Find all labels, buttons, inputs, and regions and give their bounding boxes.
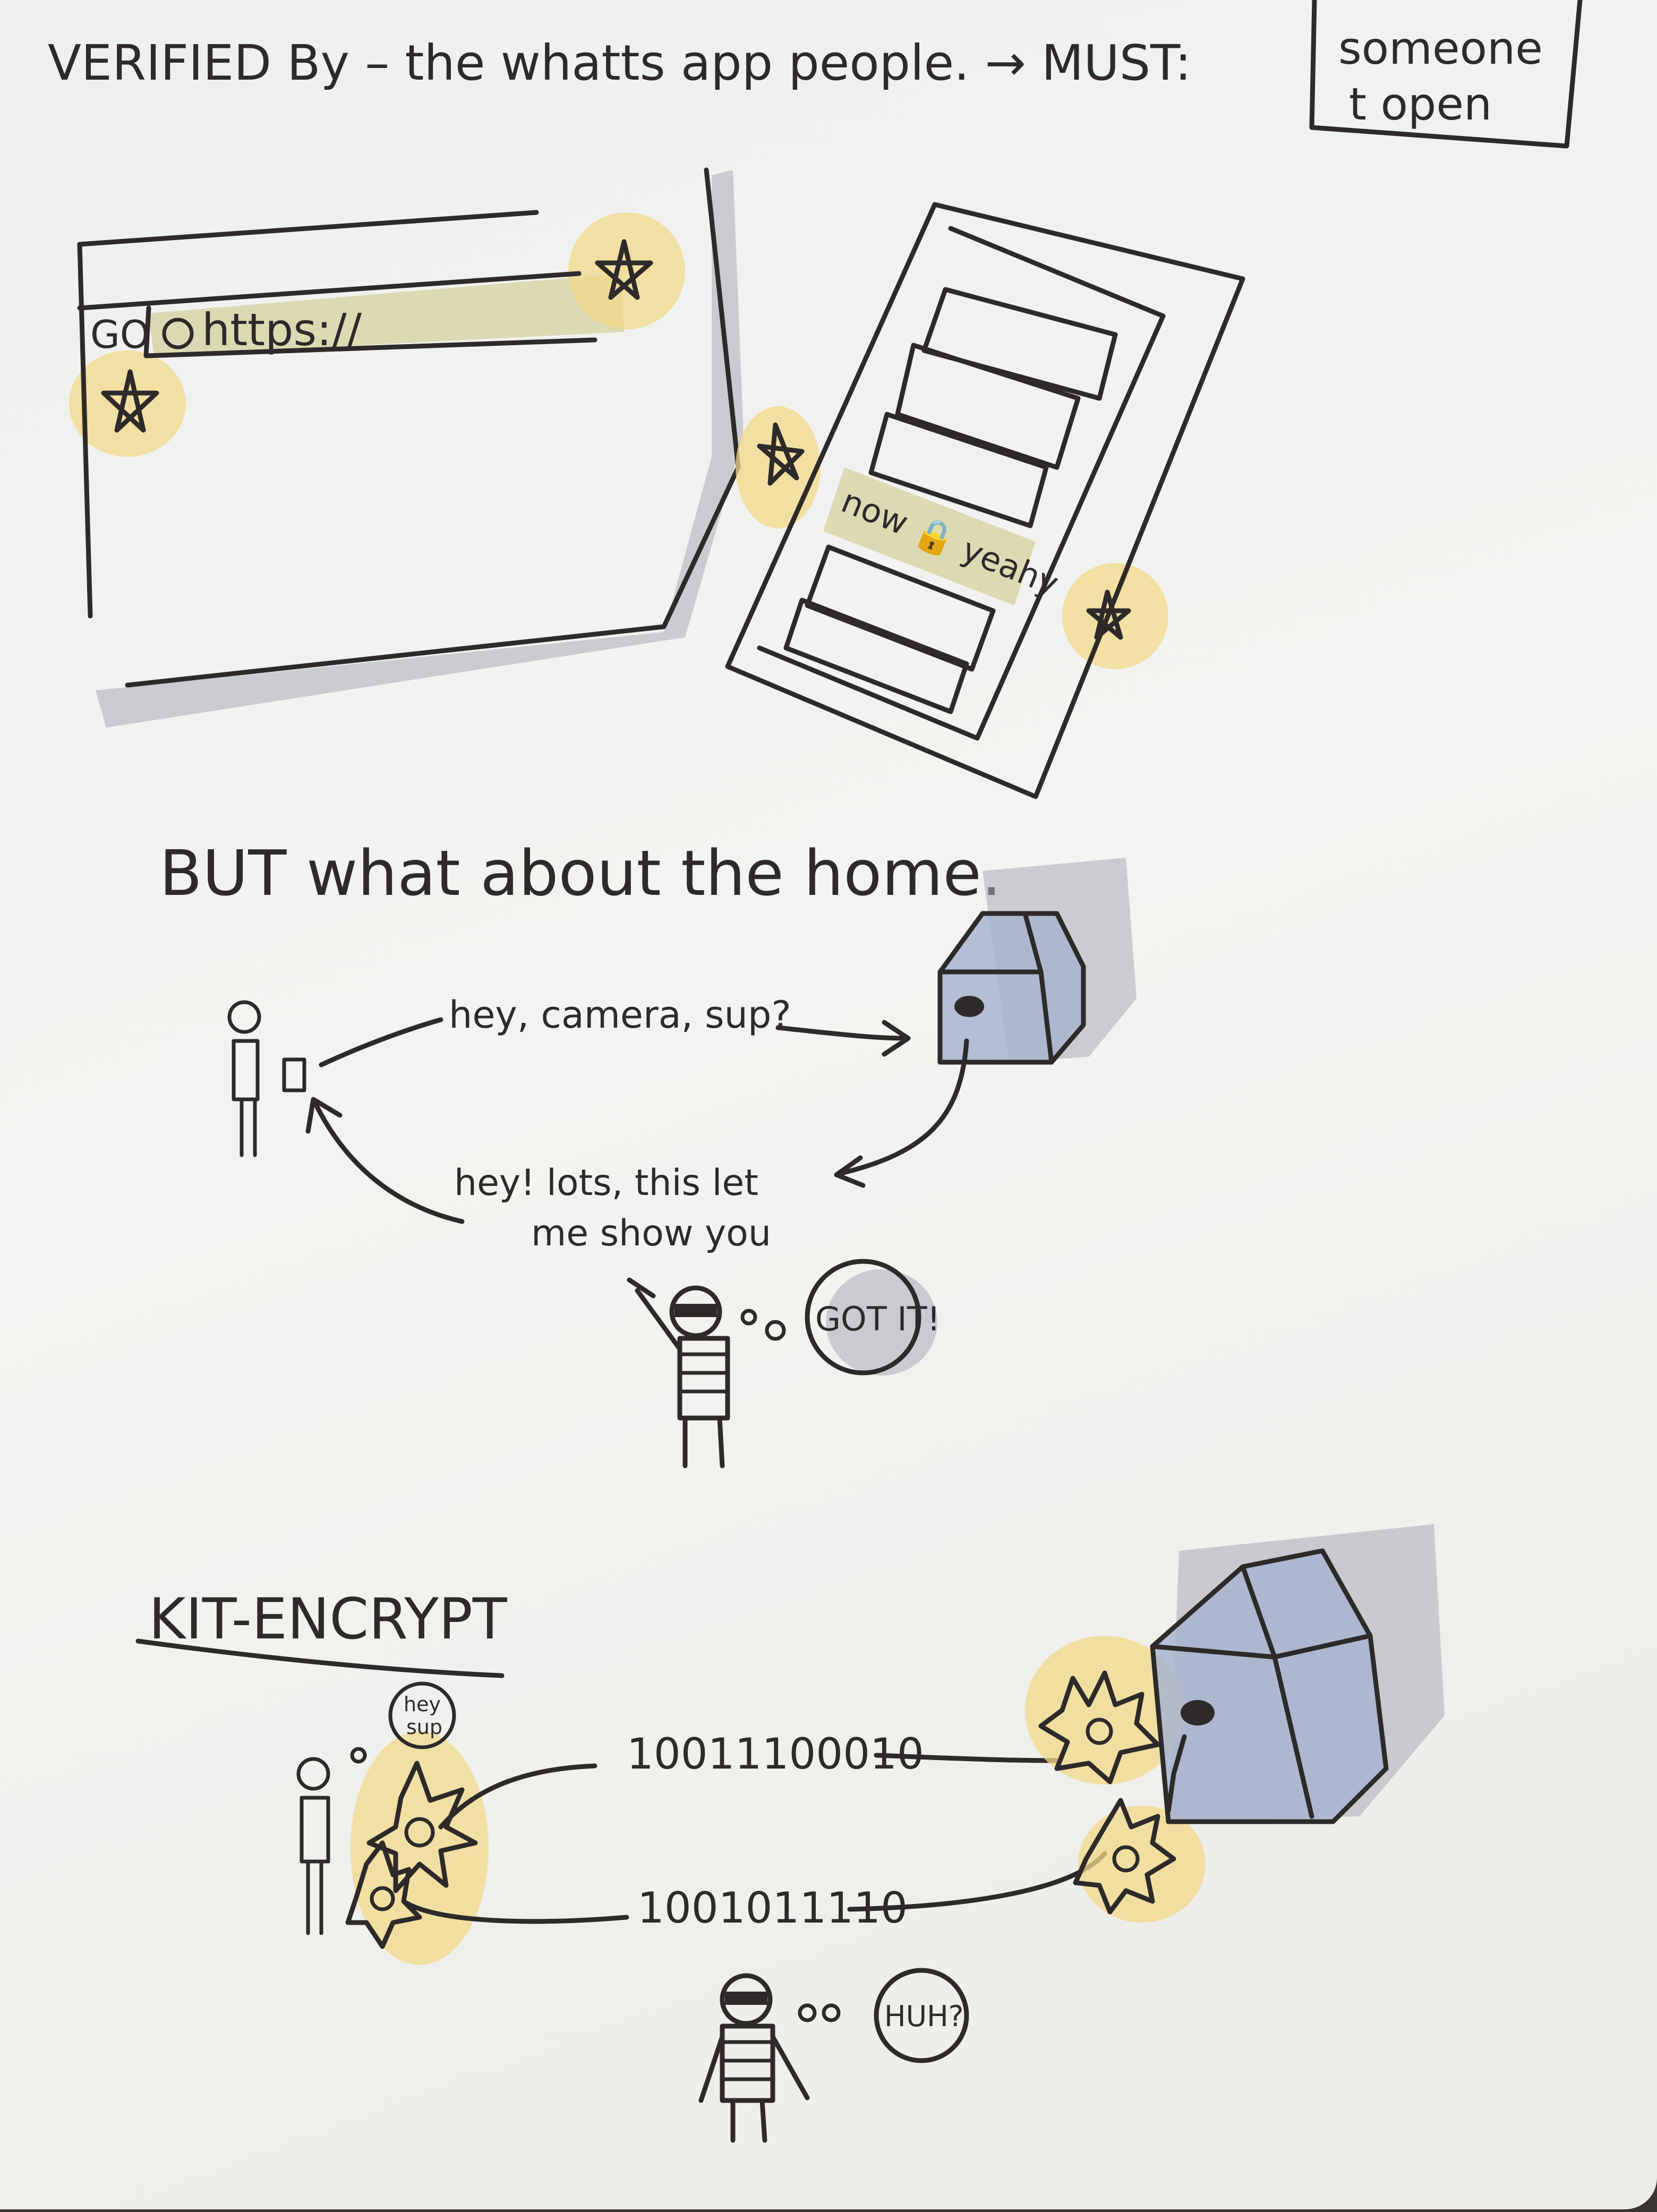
user-figure [227, 1000, 306, 1157]
thief-figure-2 [698, 1973, 810, 2143]
lock-icon [162, 318, 194, 349]
browser-top-edge [77, 210, 539, 247]
url-field [143, 305, 597, 358]
phone-screen [757, 226, 1166, 741]
camera-cable [1166, 1734, 1187, 1814]
thought-dot-2 [765, 1320, 786, 1341]
request-arrow-head [775, 1020, 911, 1057]
camera-icon-encrypted [1181, 1700, 1215, 1726]
thief-figure-1 [627, 1277, 730, 1468]
key-burst-icon-top [366, 1761, 478, 1893]
thief-mask-icon [674, 1304, 717, 1317]
key-icon-user-top [404, 1817, 435, 1848]
request-text: hey, camera, sup? [449, 993, 791, 1037]
small-thought-dot [350, 1747, 367, 1764]
camera-icon [954, 996, 984, 1017]
star-icon-left [101, 369, 159, 433]
thief-mask-icon-2 [725, 1992, 767, 2005]
binary-reply-text: 1001011110 [637, 1883, 908, 1933]
browser-sketch: GO https:// [69, 167, 744, 728]
star-icon-top-right [595, 239, 653, 300]
house-camera-encrypted [1025, 1524, 1445, 1923]
home-heading: BUT what about the home. [159, 836, 1001, 910]
star-icon-phone-left [757, 422, 805, 486]
go-button-label: GO [90, 312, 150, 357]
user-figure-encrypted [296, 1731, 489, 1965]
phone-outline [725, 202, 1245, 799]
header: VERIFIED By – the whatts app people. → M… [48, 0, 1583, 149]
small-bubble-line-1: hey [404, 1693, 441, 1716]
message-bubble-5 [783, 597, 969, 714]
key-burst-icon-house-top [1038, 1670, 1160, 1784]
home-section: BUT what about the home. hey, camera, su… [159, 836, 1137, 1468]
house-camera [937, 858, 1137, 1065]
phone-sketch: now 🔒 yeahy [725, 202, 1245, 799]
key-icon-house-top [1086, 1718, 1113, 1745]
key-burst-icon-bottom [345, 1840, 422, 1949]
verified-by-text: VERIFIED By – the whatts app people. → M… [48, 35, 1191, 91]
heading-underline [135, 1638, 505, 1678]
message-bubble-1 [921, 287, 1118, 401]
url-text: https:// [202, 304, 362, 356]
lock-burst-icon-house-bottom [1073, 1798, 1176, 1915]
star-highlight-top-right [568, 212, 685, 329]
thief-speech-bubble [805, 1259, 921, 1376]
phone-in-hand-icon [282, 1057, 306, 1092]
boxed-note-frame [1309, 0, 1583, 149]
message-bubble-2 [895, 343, 1081, 470]
star-icon-phone-right [1086, 590, 1131, 640]
reply-line-2: me show you [531, 1212, 771, 1254]
thief-bubble-text: GOT IT! [815, 1300, 940, 1338]
message-bubble-3 [868, 412, 1049, 528]
star-highlight-left [69, 351, 186, 457]
message-highlight [823, 467, 1036, 605]
small-speech-bubble [388, 1681, 456, 1749]
message-bubble-4 [805, 544, 996, 672]
encrypted-reply-line-left [401, 1899, 629, 1924]
reply-line-1: hey! lots, this let [454, 1162, 758, 1204]
boxed-note-line2: t open [1349, 78, 1492, 130]
request-arrow-start [319, 1017, 443, 1067]
browser-toolbar-line [77, 271, 582, 311]
reply-arrow-from-house [834, 1038, 969, 1188]
encrypted-request-line-right [874, 1753, 1060, 1763]
browser-right-bottom-edge [125, 167, 741, 688]
lock-icon-user-bottom [370, 1886, 395, 1911]
small-bubble-line-2: sup [406, 1715, 442, 1739]
star-highlight-phone-left [736, 406, 821, 528]
kit-encrypt-heading: KIT-ENCRYPT [149, 1586, 508, 1652]
encrypted-request-line-left [438, 1763, 597, 1830]
thief-speech-bubble-2 [874, 1968, 969, 2063]
thought-dot-4 [822, 2003, 841, 2022]
thought-dot-1 [740, 1309, 757, 1326]
url-bar-highlight [149, 274, 624, 356]
reply-arrow-to-user [305, 1097, 465, 1224]
lock-icon-house-bottom [1112, 1845, 1140, 1873]
boxed-note-line1: someone [1338, 22, 1543, 74]
thought-dot-3 [798, 2003, 817, 2022]
thief-bubble-text-2: HUH? [884, 2000, 963, 2033]
kit-encrypt-section: KIT-ENCRYPT hey sup 10011100010 10010111… [135, 1524, 1445, 2143]
